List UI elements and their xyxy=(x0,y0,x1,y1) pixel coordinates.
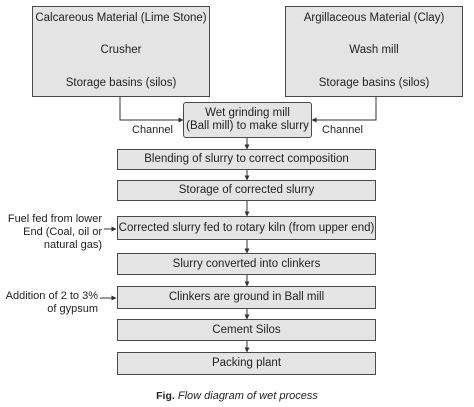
left-storage-label: Storage basins (silos) xyxy=(65,77,177,89)
fuel-note-line-1: Fuel fed from lower xyxy=(7,213,102,225)
gypsum-note: Addition of 2 to 3% of gypsum xyxy=(2,290,98,316)
caption-label: Fig. xyxy=(156,390,175,402)
step-cement-silos: Cement Silos xyxy=(117,319,376,341)
step-blending: Blending of slurry to correct compositio… xyxy=(117,149,376,170)
caption-text: Flow diagram of wet process xyxy=(177,390,318,402)
fuel-note-line-3: natural gas) xyxy=(43,239,102,251)
channel-label-left: Channel xyxy=(132,124,173,136)
arrow-channel-left xyxy=(119,97,184,123)
channel-label-right: Channel xyxy=(322,124,363,136)
step-storage-corrected-slurry: Storage of corrected slurry xyxy=(117,180,376,201)
crusher-label: Crusher xyxy=(100,44,142,56)
fuel-note-line-2: End (Coal, oil or xyxy=(23,226,102,238)
fuel-note: Fuel fed from lower End (Coal, oil or na… xyxy=(2,213,102,252)
argillaceous-material-box: Argillaceous Material (Clay) Wash mill S… xyxy=(285,6,463,97)
grinding-line-1: Wet grinding mill xyxy=(205,107,290,119)
gypsum-note-line-2: of gypsum xyxy=(47,303,98,315)
grinding-line-2: (Ball mill) to make slurry xyxy=(186,120,309,132)
step-rotary-kiln: Corrected slurry fed to rotary kiln (fro… xyxy=(117,216,376,240)
arrow-channel-right xyxy=(311,97,377,123)
argillaceous-title: Argillaceous Material (Clay) xyxy=(303,12,445,24)
step-packing-plant: Packing plant xyxy=(117,352,376,375)
calcareous-material-box: Calcareous Material (Lime Stone) Crusher… xyxy=(32,6,210,97)
step-clinkers: Slurry converted into clinkers xyxy=(117,253,376,275)
figure-caption: Fig. Flow diagram of wet process xyxy=(0,390,474,402)
gypsum-note-line-1: Addition of 2 to 3% xyxy=(5,290,98,302)
step-ball-mill: Clinkers are ground in Ball mill xyxy=(117,286,376,309)
calcareous-title: Calcareous Material (Lime Stone) xyxy=(35,12,207,24)
wash-mill-label: Wash mill xyxy=(349,44,399,56)
wet-grinding-mill-box: Wet grinding mill (Ball mill) to make sl… xyxy=(183,102,312,138)
right-storage-label: Storage basins (silos) xyxy=(318,77,430,89)
